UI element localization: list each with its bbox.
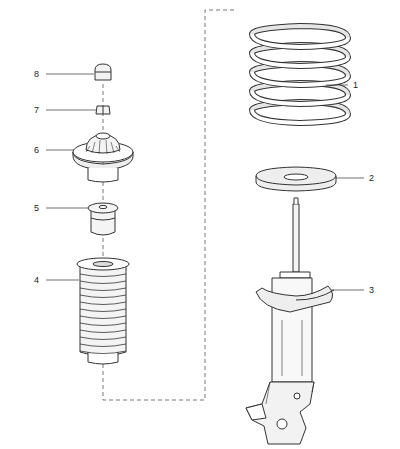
protective-boot	[77, 258, 129, 364]
nut	[96, 106, 110, 114]
strut-damper	[246, 198, 334, 444]
top-mount	[73, 133, 133, 182]
coil-turn	[252, 53, 348, 66]
coil-turn	[252, 91, 348, 104]
coil-turn	[252, 26, 348, 38]
coil-turn	[252, 91, 348, 104]
bellows-rib	[80, 351, 126, 354]
bellows-rib	[80, 323, 126, 326]
coil-turn	[252, 72, 348, 85]
callout-number: 3	[368, 285, 375, 295]
bellows-rib	[80, 295, 126, 298]
coil-turn	[252, 53, 348, 66]
leader-lines	[46, 74, 364, 290]
bellows-rib	[80, 281, 126, 284]
bellows-rib	[80, 302, 126, 305]
callout-number: 7	[33, 105, 40, 115]
spring-seat	[256, 167, 336, 191]
callout-number: 8	[33, 69, 40, 79]
coil-turn	[252, 72, 348, 85]
bump-stop	[88, 203, 118, 235]
coil-turn	[252, 34, 348, 47]
callout-number: 6	[33, 145, 40, 155]
bellows-rib	[80, 309, 126, 312]
callout-number: 2	[368, 173, 375, 183]
callout-number: 4	[33, 275, 40, 285]
bellows-rib	[80, 330, 126, 333]
callout-number: 5	[33, 203, 40, 213]
coil-turn	[252, 26, 348, 38]
bellows-rib	[80, 344, 126, 347]
bellows-rib	[80, 316, 126, 319]
bellows-rib	[80, 288, 126, 291]
dust-cap	[95, 64, 111, 80]
callout-number: 1	[352, 80, 359, 90]
coil-spring	[252, 26, 348, 123]
bellows-rib	[80, 274, 126, 277]
bellows-rib	[80, 337, 126, 340]
coil-turn	[252, 110, 348, 123]
coil-turn	[252, 34, 348, 47]
coil-turn	[252, 110, 348, 123]
